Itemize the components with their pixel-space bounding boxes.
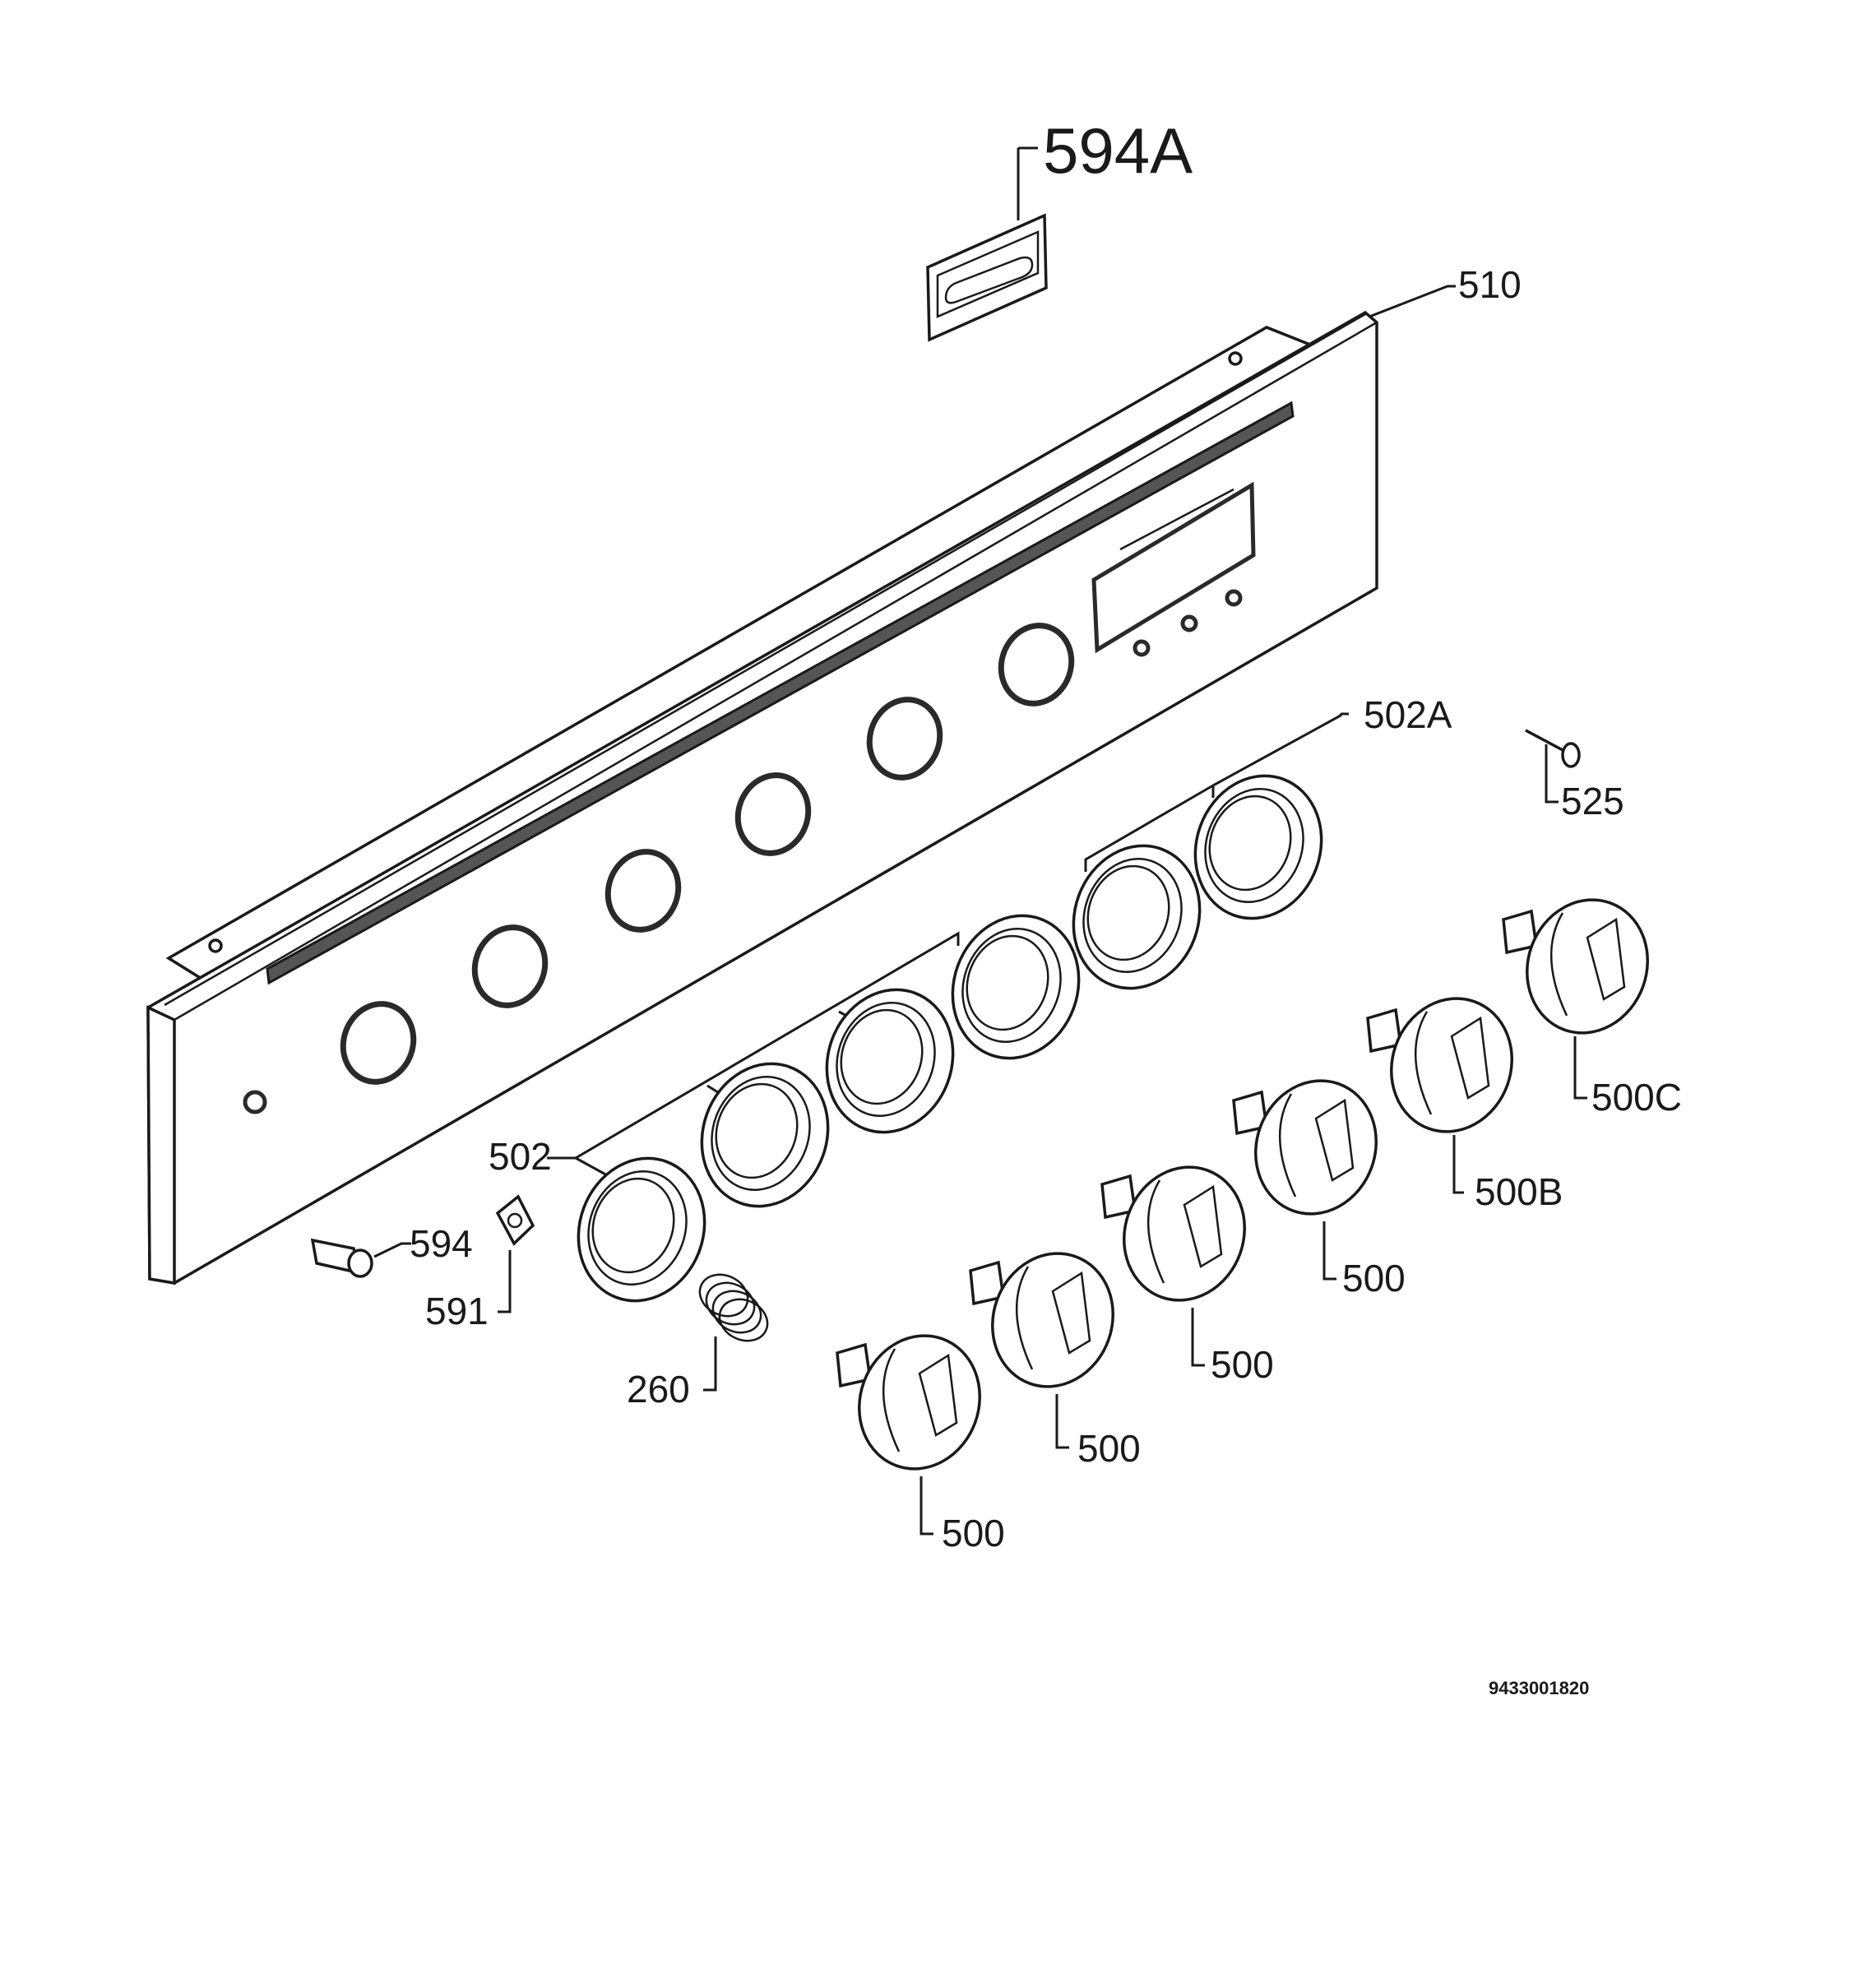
part-594A-bracket <box>926 146 1048 342</box>
knob-500-4 <box>1232 1079 1378 1281</box>
part-502-bezels <box>547 914 1081 1303</box>
part-502A-bezels <box>1072 712 1349 990</box>
knob-500B <box>1366 997 1513 1194</box>
label-525: 525 <box>1561 780 1624 822</box>
label-594A: 594A <box>1043 114 1193 187</box>
label-500B: 500B <box>1475 1170 1563 1213</box>
label-502: 502 <box>489 1135 552 1178</box>
label-591: 591 <box>425 1290 489 1332</box>
part-591-clip <box>495 1194 535 1313</box>
label-500C: 500C <box>1591 1076 1682 1119</box>
part-525-screw <box>1525 729 1581 804</box>
label-500-4: 500 <box>1342 1257 1406 1299</box>
label-510: 510 <box>1458 263 1522 306</box>
label-260: 260 <box>627 1368 690 1411</box>
knob-500-2 <box>969 1252 1114 1449</box>
knob-500-1 <box>836 1334 981 1536</box>
label-500-1: 500 <box>942 1512 1005 1554</box>
knob-500-3 <box>1100 1165 1246 1367</box>
part-260-spring <box>698 1273 769 1392</box>
part-594-lamp <box>310 1238 411 1278</box>
label-502A: 502A <box>1364 693 1452 736</box>
label-500-2: 500 <box>1077 1427 1141 1470</box>
label-500-3: 500 <box>1211 1343 1274 1386</box>
knob-500C <box>1502 898 1649 1100</box>
document-number: 9433001820 <box>1489 1678 1589 1698</box>
label-594: 594 <box>410 1222 473 1265</box>
part-510-control-panel <box>146 285 1456 1285</box>
